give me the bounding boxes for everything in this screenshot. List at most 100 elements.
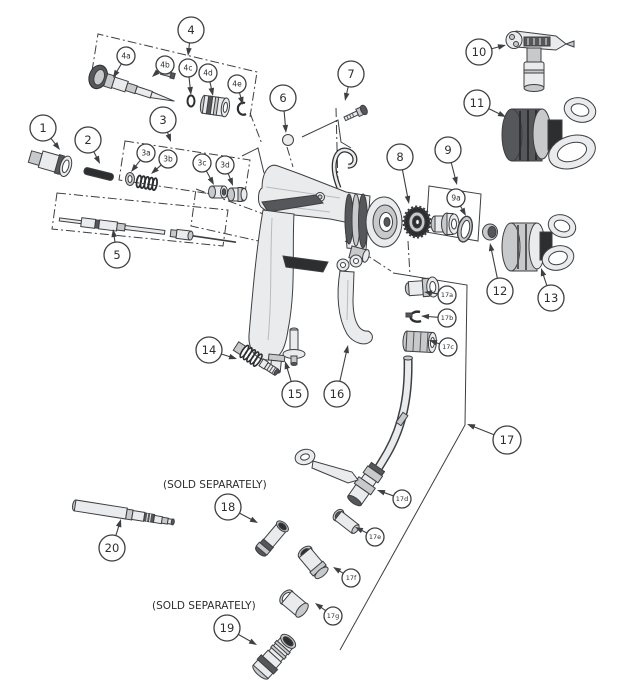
part-7-screw [343, 104, 368, 122]
callout-arrowhead [497, 111, 506, 117]
callout-arrowhead [115, 519, 122, 528]
callout-arrowhead [151, 166, 159, 174]
callout-circle-1 [29, 114, 57, 142]
callout-label-9: 9 [444, 143, 451, 157]
callout-3: 3 [149, 106, 177, 142]
callout-circle-17f [341, 568, 361, 588]
part-10-spray-tip [505, 30, 575, 92]
callout-17g: 17g [315, 603, 343, 626]
callout-17f: 17f [333, 567, 361, 588]
part-4e-clip [236, 101, 247, 116]
callout-arrowhead [165, 133, 171, 142]
callout-circle-17g [323, 606, 343, 626]
connector-4-to-gun [249, 112, 263, 145]
assembly-connectors [241, 107, 411, 277]
callout-arrowhead [377, 490, 386, 496]
callout-arrowhead [424, 290, 433, 296]
callout-circle-3b [158, 149, 178, 169]
callout-arrowhead [315, 603, 324, 610]
callout-label-5: 5 [113, 248, 120, 262]
callout-circle-4 [177, 16, 205, 44]
callout-arrowhead [355, 527, 364, 534]
callout-arrowhead [488, 243, 495, 252]
callout-leader-line [450, 162, 457, 181]
connector-seat-to-valve [407, 240, 411, 277]
callout-label-17a: 17a [441, 291, 453, 299]
part-17-fluid-tube [294, 355, 413, 507]
callout-arrowhead [228, 353, 237, 360]
callout-arrowhead [344, 92, 350, 101]
callout-arrowhead [343, 345, 349, 354]
callout-arrowhead [421, 313, 430, 320]
tube-bracket-arm [294, 448, 359, 484]
callout-circle-4e [227, 74, 247, 94]
callout-circle-4c [178, 58, 198, 78]
callout-label-17e: 17e [369, 533, 381, 541]
callout-circle-13 [537, 284, 565, 312]
part-19-fitting [252, 633, 297, 680]
callout-circle-5 [103, 241, 131, 269]
part-4d-cartridge [199, 94, 231, 118]
callout-circle-17e [365, 527, 385, 547]
callout-1: 1 [29, 114, 60, 150]
callout-3a: 3a [131, 143, 156, 172]
callout-circle-9a [446, 188, 466, 208]
part-5-needle [58, 217, 237, 243]
callout-circle-15 [281, 380, 309, 408]
callout-label-15: 15 [288, 387, 303, 401]
part-3d-seat [227, 187, 248, 202]
callout-10: 10 [465, 38, 506, 66]
callout-circle-17d [392, 489, 412, 509]
callout-label-6: 6 [279, 91, 286, 105]
parts-layer [27, 30, 597, 680]
callout-label-3c: 3c [198, 159, 207, 168]
callout-label-14: 14 [202, 343, 217, 357]
sold-separately-label-bottom: (SOLD SEPARATELY) [152, 600, 256, 612]
callout-4e: 4e [227, 74, 247, 105]
callout-arrowhead [467, 424, 476, 430]
callout-leader-line [339, 349, 348, 382]
callout-16: 16 [323, 345, 351, 408]
callout-arrowhead [113, 69, 120, 78]
callout-4b: 4b [152, 55, 175, 77]
callout-15: 15 [281, 361, 309, 408]
callout-17e: 17e [355, 527, 385, 547]
callout-circle-4d [198, 63, 218, 83]
callout-label-17f: 17f [346, 574, 357, 582]
callout-circle-3a [136, 143, 156, 163]
callout-arrowhead [227, 177, 233, 186]
callout-17d: 17d [377, 489, 412, 509]
sold-separately-label-top: (SOLD SEPARATELY) [163, 479, 267, 491]
position-bracket-left [241, 147, 265, 174]
callout-4d: 4d [198, 63, 218, 96]
part-12-nut [482, 223, 498, 241]
callout-leader-line [471, 425, 495, 436]
callout-label-12: 12 [493, 284, 508, 298]
callout-arrowhead [111, 229, 117, 238]
gun-barrel [258, 164, 371, 251]
callout-17a: 17a [424, 285, 457, 305]
callout-arrowhead [249, 516, 258, 523]
callout-arrowhead [52, 141, 60, 150]
callout-12: 12 [486, 243, 514, 305]
callout-arrowhead [429, 340, 438, 346]
callout-circle-17b [437, 308, 457, 328]
part-9-seat-housing [430, 212, 460, 236]
position-bracket-right [301, 119, 352, 149]
callout-14: 14 [195, 336, 237, 364]
callout-circle-17c [438, 337, 458, 357]
callout-arrowhead [208, 87, 215, 96]
callout-circle-11 [463, 89, 491, 117]
callout-circle-18 [214, 493, 242, 521]
connector-ball-to-gun [286, 146, 294, 168]
callout-label-7: 7 [347, 67, 354, 81]
part-20-wand [72, 499, 175, 526]
callout-label-8: 8 [396, 150, 403, 164]
callout-circle-20 [98, 534, 126, 562]
part-17b-clip [405, 310, 422, 323]
side-lever [261, 194, 324, 213]
part-4a-needle-assembly [88, 64, 175, 102]
